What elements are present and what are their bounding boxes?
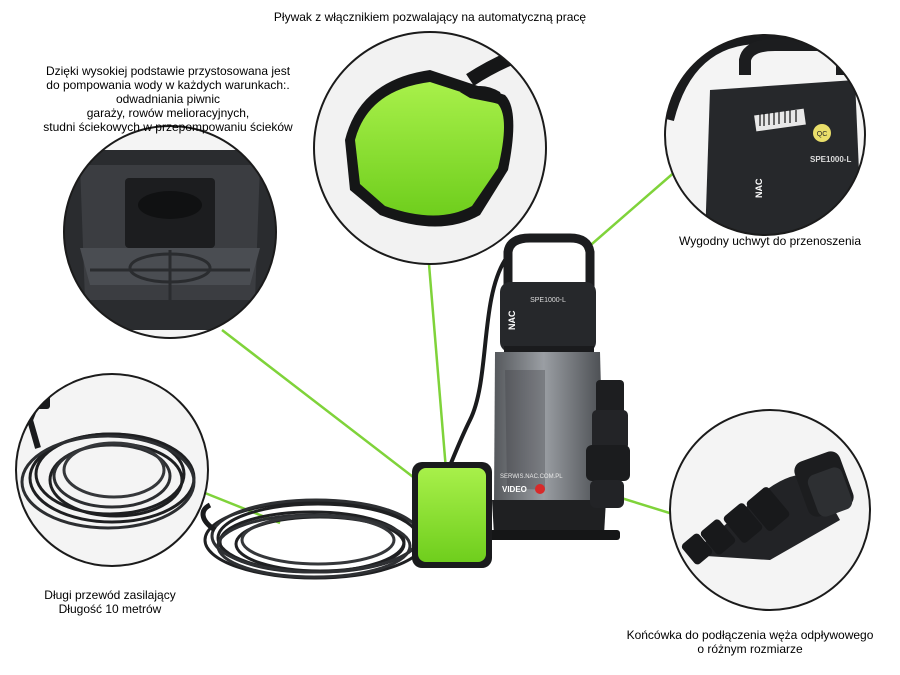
- float-switch: [412, 462, 492, 568]
- callout-line-float: [426, 251, 448, 471]
- video-play-icon: [535, 484, 545, 494]
- pump-model-label: SPE1000-L: [530, 297, 566, 304]
- handle-model-label: SPE1000-L: [810, 155, 851, 164]
- pump-brand-logo: NAC: [507, 310, 517, 330]
- caption-cable-line-1: Długi przewód zasilający: [44, 588, 176, 602]
- qc-sticker-label: QC: [817, 131, 828, 138]
- pump-video-label: VIDEO: [502, 485, 527, 494]
- base-detail-circle: [63, 125, 277, 339]
- callout-line-handle: [584, 169, 678, 251]
- caption-base-line-2: do pompowania wody w każdych warunkach:.: [46, 78, 290, 92]
- hose-fitting-detail-circle: [669, 409, 871, 611]
- float-detail-circle: [313, 31, 547, 265]
- callout-lines: [204, 169, 678, 525]
- caption-hose-line-2: o różnym rozmiarze: [697, 642, 803, 656]
- caption-hose-line-1: Końcówka do podłączenia węża odpływowego: [626, 628, 874, 642]
- submersible-pump: SPE1000-L SERWIS.NAC.COM.PL VIDEO NAC: [480, 233, 630, 540]
- caption-handle-text: Wygodny uchwyt do przenoszenia: [679, 234, 861, 248]
- caption-float-text: Pływak z włącznikiem pozwalający na auto…: [273, 10, 587, 24]
- caption-base-line-1: Dzięki wysokiej podstawie przystosowana …: [45, 64, 291, 78]
- cable-detail-circle: [15, 373, 209, 567]
- caption-hose: Końcówka do podłączenia węża odpływowego…: [610, 628, 890, 656]
- caption-base: Dzięki wysokiej podstawie przystosowana …: [18, 64, 318, 134]
- caption-cable: Długi przewód zasilający Długość 10 metr…: [10, 588, 210, 616]
- caption-handle: Wygodny uchwyt do przenoszenia: [660, 234, 880, 248]
- handle-brand-logo: NAC: [754, 178, 764, 198]
- callout-line-hose: [617, 495, 677, 517]
- caption-cable-line-2: Długość 10 metrów: [58, 602, 162, 616]
- caption-float: Pływak z włącznikiem pozwalający na auto…: [250, 10, 610, 24]
- caption-base-line-4: garaży, rowów melioracyjnych,: [86, 106, 250, 120]
- handle-detail-circle: QC SPE1000-L NAC: [664, 34, 866, 236]
- pump-website-label: SERWIS.NAC.COM.PL: [500, 474, 563, 480]
- callout-line-base: [221, 329, 431, 491]
- caption-base-line-3: odwadniania piwnic: [115, 92, 221, 106]
- caption-base-line-5: studni ściekowych w przepompowaniu ściek…: [43, 120, 293, 134]
